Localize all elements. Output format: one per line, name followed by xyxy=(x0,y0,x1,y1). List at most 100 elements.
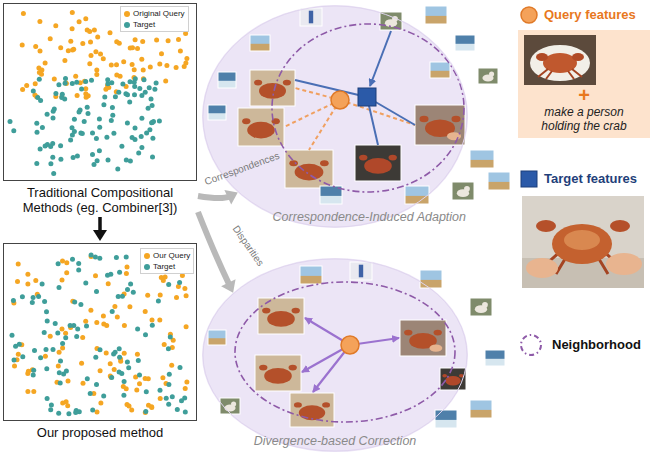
scatter-dot xyxy=(34,121,39,126)
scatter-dot xyxy=(184,56,189,61)
scatter-dot xyxy=(164,396,169,401)
scatter-dot xyxy=(10,333,15,338)
scatter-dot xyxy=(16,262,21,267)
thumbnail-image xyxy=(350,262,372,280)
edge-label: Disparities xyxy=(230,223,267,268)
legend-label: Original Query xyxy=(133,8,185,19)
scatter-dot xyxy=(31,295,36,300)
scatter-dot xyxy=(184,379,189,384)
scatter-dot xyxy=(124,271,129,276)
scatter-dot xyxy=(135,352,140,357)
thumbnail-image xyxy=(485,350,505,366)
scatter-dot xyxy=(115,167,120,172)
legend-label: Neighborhood xyxy=(552,337,641,353)
scatter-dot xyxy=(80,131,85,136)
scatter-dot xyxy=(84,95,89,100)
panel-heading: Query features xyxy=(518,4,650,26)
scatter-dot xyxy=(97,256,102,261)
scatter-dot xyxy=(64,270,69,275)
scatter-dot xyxy=(62,58,67,63)
scatter-dot xyxy=(176,37,181,42)
scatter-dot xyxy=(98,51,103,56)
scatter-dot xyxy=(150,155,155,160)
scatter-dot xyxy=(143,90,148,95)
scatter-dot xyxy=(73,410,78,415)
scatter-dot xyxy=(149,97,154,102)
scatter-dot xyxy=(62,97,67,102)
target-link xyxy=(370,31,391,86)
scatter-dot xyxy=(119,144,124,149)
scatter-dot xyxy=(39,72,44,77)
crab-claw xyxy=(536,220,556,232)
scatter-dot xyxy=(63,80,68,85)
scatter-dot xyxy=(31,373,36,378)
scatter-dot xyxy=(120,82,125,87)
scatter-dot xyxy=(40,282,45,287)
region-fills xyxy=(202,5,468,452)
scatter-dot xyxy=(11,128,16,133)
legend-label: Target xyxy=(133,19,155,30)
thumbnail-claw xyxy=(259,365,267,371)
scatter-dot xyxy=(154,38,159,43)
thumbnail-image xyxy=(255,355,301,391)
thumbnail-border xyxy=(470,400,492,418)
scatter-dot xyxy=(101,394,106,399)
scatter-dot xyxy=(124,158,129,163)
connector-arrow xyxy=(198,212,236,293)
scatter-dot xyxy=(146,403,151,408)
scatter-dot xyxy=(127,304,132,309)
scatter-dot xyxy=(94,136,99,141)
thumbnail-ground xyxy=(455,44,475,51)
scatter-dot xyxy=(166,282,171,287)
scatter-dot xyxy=(116,294,121,299)
scatter-dot xyxy=(76,261,81,266)
thumbnail-ground xyxy=(435,420,457,428)
scatter-dot xyxy=(125,360,130,365)
scatter-dot xyxy=(88,40,93,45)
scatter-dot xyxy=(98,368,103,373)
scatter-dot xyxy=(77,110,82,115)
thumbnails xyxy=(208,6,510,428)
scatter-dot xyxy=(114,62,119,67)
scatter-dot xyxy=(51,347,56,352)
legend-box: Our QueryTarget xyxy=(140,248,194,274)
scatter-dot xyxy=(58,45,63,50)
thumbnail-crab xyxy=(259,83,286,99)
scatter-dot xyxy=(122,323,127,328)
hand xyxy=(526,258,558,278)
scatter-dot xyxy=(43,144,48,149)
scatter-dot xyxy=(94,382,99,387)
thumbnail-ground xyxy=(208,113,226,120)
scatter-dot xyxy=(117,270,122,275)
thumbnail-crab xyxy=(364,158,392,174)
target-point xyxy=(358,88,376,106)
thumbnail-image xyxy=(208,330,226,345)
thumbnail-frame xyxy=(488,172,510,190)
legend-swatch xyxy=(124,11,130,17)
connector-arrow xyxy=(198,190,238,204)
scatter-dot xyxy=(25,389,30,394)
scatter-dot xyxy=(75,326,80,331)
thumbnail-image xyxy=(452,182,474,200)
scatter-dot xyxy=(93,355,98,360)
scatter-dot xyxy=(72,117,77,122)
scatter-dot xyxy=(70,48,75,53)
scatter-dot xyxy=(57,350,62,355)
scatter-dot xyxy=(97,125,102,130)
scatter-dot xyxy=(133,37,138,42)
scatter-dot xyxy=(101,102,106,107)
scatter-dot xyxy=(130,62,135,67)
scatter-dot xyxy=(184,293,189,298)
scatter-dot xyxy=(148,65,153,70)
scatter-dot xyxy=(56,411,61,416)
scatter-dot xyxy=(44,347,49,352)
query-photo xyxy=(524,35,596,85)
thumbnail-frame xyxy=(440,368,466,390)
scatter-dot xyxy=(45,112,50,117)
scatter-dot xyxy=(45,319,50,324)
thumbnail-claw xyxy=(283,80,291,86)
scatter-dot xyxy=(131,290,136,295)
thumbnail-border xyxy=(285,150,333,188)
scatter-dot xyxy=(16,352,21,357)
thumbnail-frame xyxy=(355,145,401,181)
